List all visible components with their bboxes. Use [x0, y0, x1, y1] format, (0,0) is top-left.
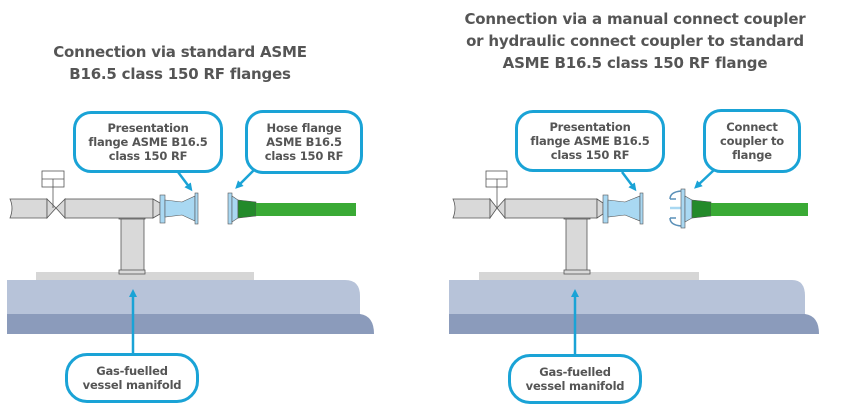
- left-presentation-flange-callout: Presentation flange ASME B16.5 class 150…: [73, 111, 223, 173]
- callout-line: Gas-fuelled: [539, 365, 611, 379]
- coupler-callout: Connect coupler to flange: [703, 109, 801, 173]
- callout-line: Presentation: [107, 121, 189, 135]
- callout-line: class 150 RF: [550, 148, 630, 162]
- right-panel-title: Connection via a manual connect coupler …: [430, 8, 840, 74]
- right-coupler: [669, 188, 808, 229]
- callout-line: Gas-fuelled: [96, 364, 168, 378]
- hose-flange-callout: Hose flange ASME B16.5 class 150 RF: [245, 110, 363, 174]
- callout-line: Connect: [726, 120, 778, 134]
- callout-line: flange ASME B16.5: [530, 134, 650, 148]
- left-manifold-riser: [118, 213, 146, 275]
- callout-line: Presentation: [549, 120, 631, 134]
- right-arrows: [571, 169, 715, 355]
- left-title-line2: B16.5 class 150 RF flanges: [69, 65, 291, 83]
- right-manifold-riser: [563, 213, 591, 275]
- right-title-line2: or hydraulic connect coupler to standard: [466, 32, 804, 50]
- callout-line: flange: [732, 148, 772, 162]
- callout-line: flange ASME B16.5: [88, 135, 208, 149]
- callout-line: Hose flange: [266, 121, 342, 135]
- callout-line: class 150 RF: [108, 149, 188, 163]
- callout-line: vessel manifold: [525, 379, 625, 393]
- left-presentation-flange: [159, 192, 199, 225]
- left-manifold-callout: Gas-fuelled vessel manifold: [65, 353, 199, 403]
- callout-line: ASME B16.5: [266, 135, 342, 149]
- left-title-line1: Connection via standard ASME: [53, 43, 307, 61]
- right-title-line3: ASME B16.5 class 150 RF flange: [502, 54, 768, 72]
- right-presentation-flange: [602, 192, 644, 225]
- left-panel-title: Connection via standard ASME B16.5 class…: [30, 41, 330, 85]
- right-presentation-flange-callout: Presentation flange ASME B16.5 class 150…: [515, 110, 665, 172]
- right-manifold-callout: Gas-fuelled vessel manifold: [508, 354, 642, 404]
- left-pipe: [9, 170, 161, 220]
- left-vessel-deck: [7, 272, 374, 334]
- callout-line: class 150 RF: [264, 149, 344, 163]
- left-arrows: [129, 169, 255, 355]
- callout-line: coupler to: [720, 134, 784, 148]
- callout-line: vessel manifold: [82, 378, 182, 392]
- right-vessel-deck: [449, 272, 819, 334]
- right-title-line1: Connection via a manual connect coupler: [464, 10, 806, 28]
- right-pipe: [452, 170, 604, 220]
- left-hose-flange: [227, 192, 356, 225]
